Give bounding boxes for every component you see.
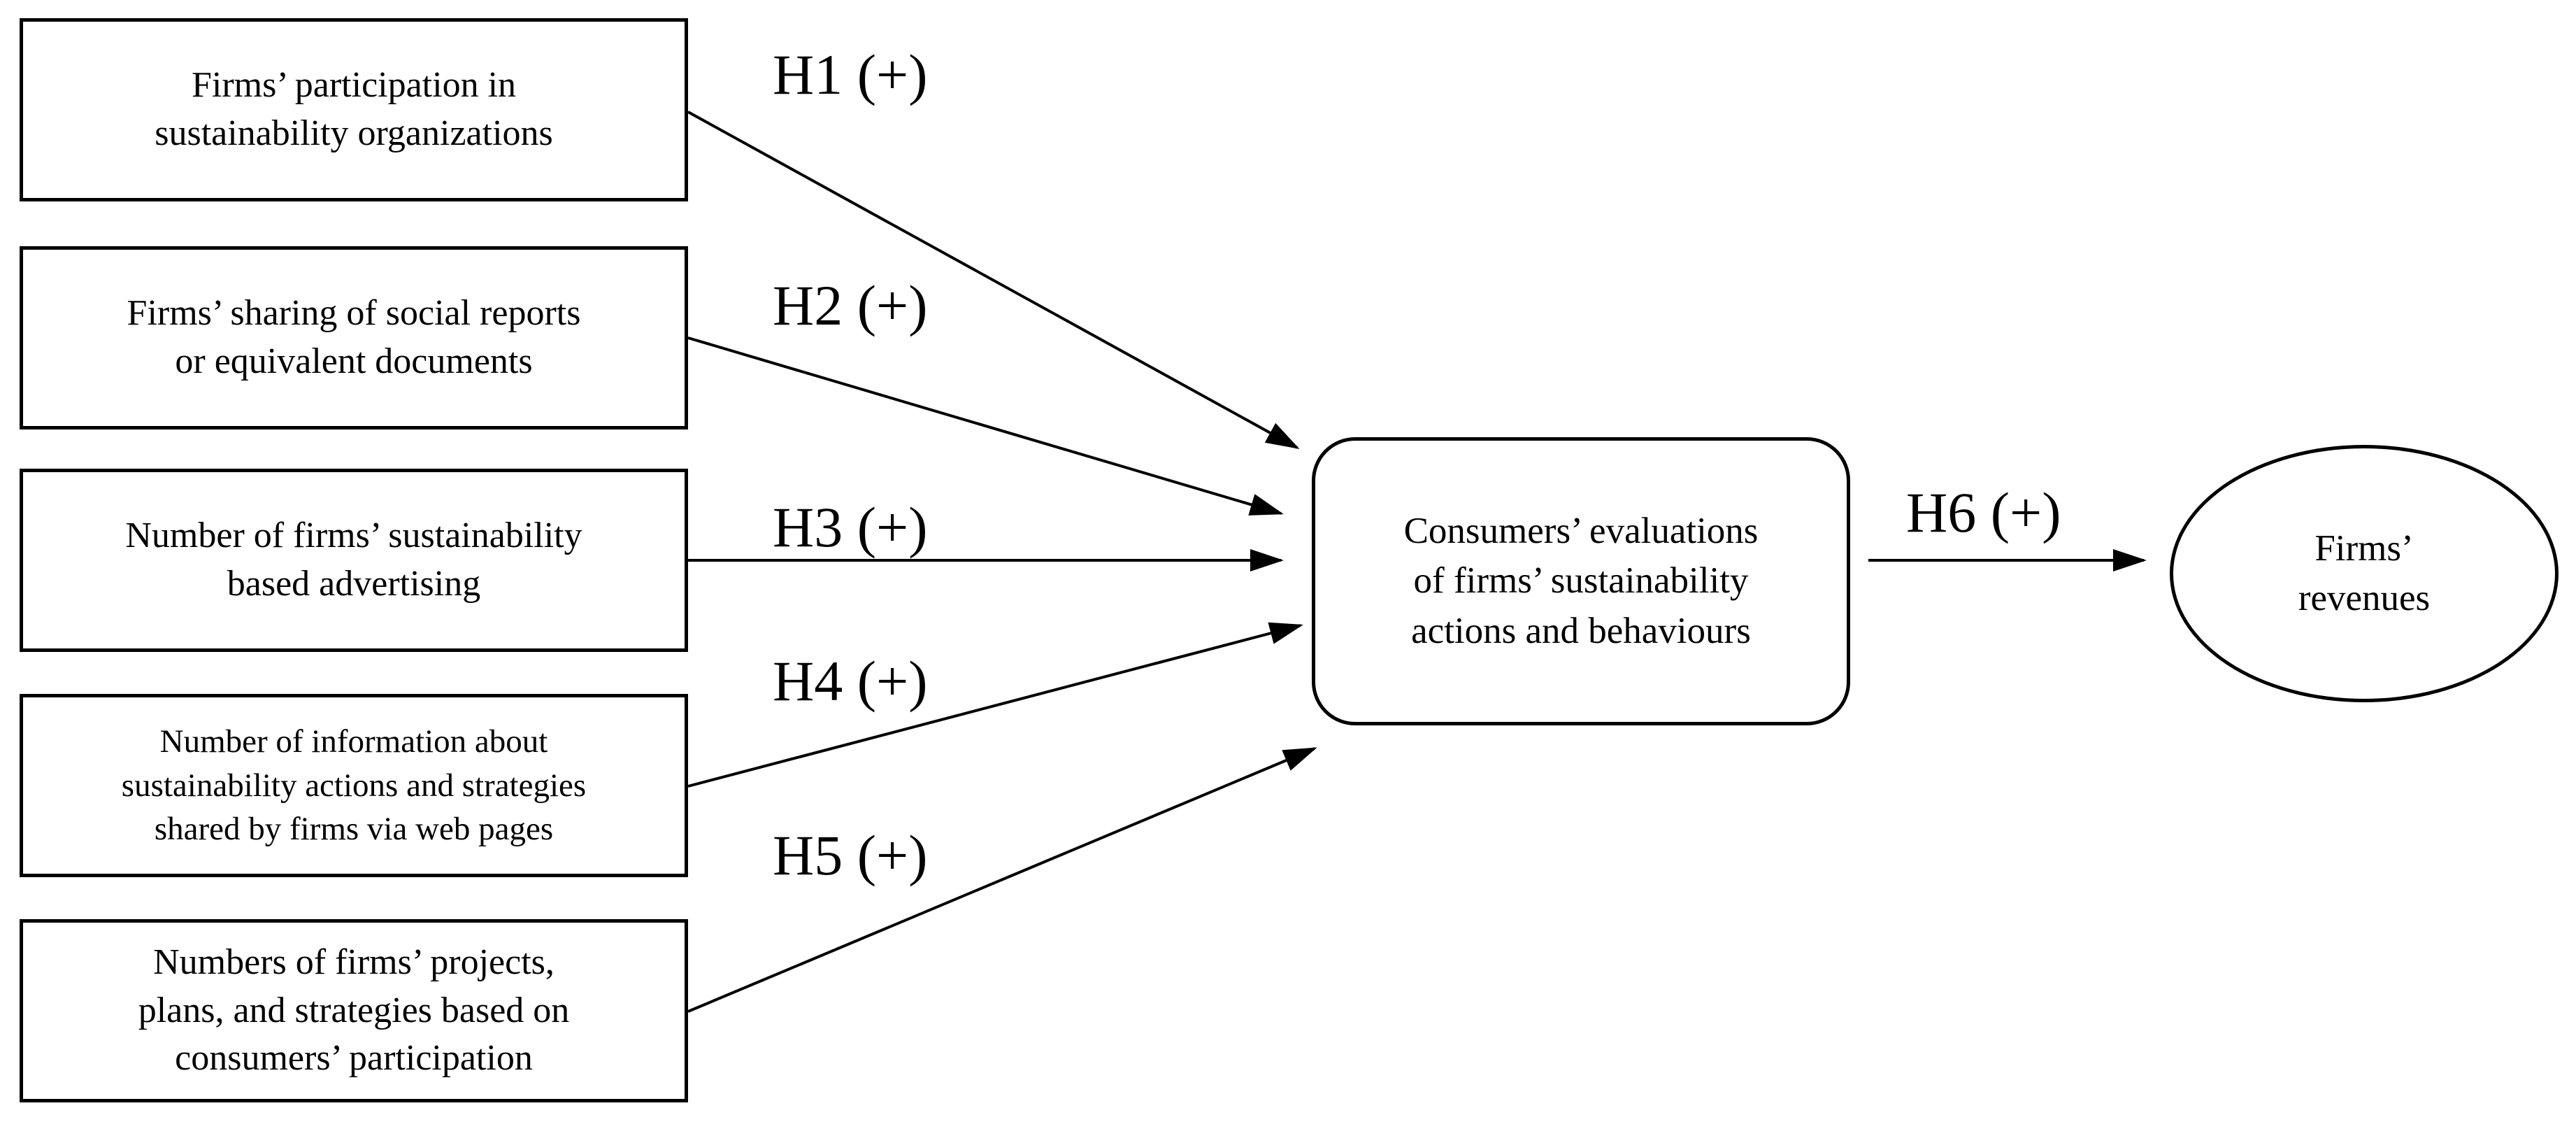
outcome-label: Firms’ revenues	[2298, 527, 2431, 618]
hypothesis-label-h6: H6 (+)	[1906, 481, 2061, 544]
input-box-web-information: Number of information about sustainabili…	[20, 694, 688, 877]
hypothesis-label-h4: H4 (+)	[773, 649, 928, 713]
mediator-box: Consumers’ evaluations of firms’ sustain…	[1312, 437, 1850, 725]
input-label: Number of information about sustainabili…	[121, 723, 587, 848]
input-label: Firms’ sharing of social reports or equi…	[127, 293, 581, 381]
arrow-h4	[687, 622, 1303, 788]
hypothesis-label-h3: H3 (+)	[773, 495, 928, 559]
input-label: Numbers of firms’ projects, plans, and s…	[138, 942, 570, 1079]
arrow-h2	[687, 336, 1284, 516]
input-box-social-reports: Firms’ sharing of social reports or equi…	[20, 246, 688, 429]
arrow-h5	[687, 747, 1317, 1013]
arrow-h1	[687, 111, 1300, 449]
mediator-label: Consumers’ evaluations of firms’ sustain…	[1403, 511, 1759, 651]
input-label: Number of firms’ sustainability based ad…	[125, 516, 582, 604]
input-box-participation: Firms’ participation in sustainability o…	[20, 18, 688, 201]
outcome-ellipse: Firms’ revenues	[2170, 445, 2559, 702]
input-box-advertising: Number of firms’ sustainability based ad…	[20, 469, 688, 652]
input-box-consumer-participation: Numbers of firms’ projects, plans, and s…	[20, 919, 688, 1102]
hypothesis-label-h2: H2 (+)	[773, 274, 928, 337]
hypothesis-label-h5: H5 (+)	[773, 823, 928, 887]
hypothesis-label-h1: H1 (+)	[773, 43, 928, 106]
input-label: Firms’ participation in sustainability o…	[155, 65, 553, 153]
